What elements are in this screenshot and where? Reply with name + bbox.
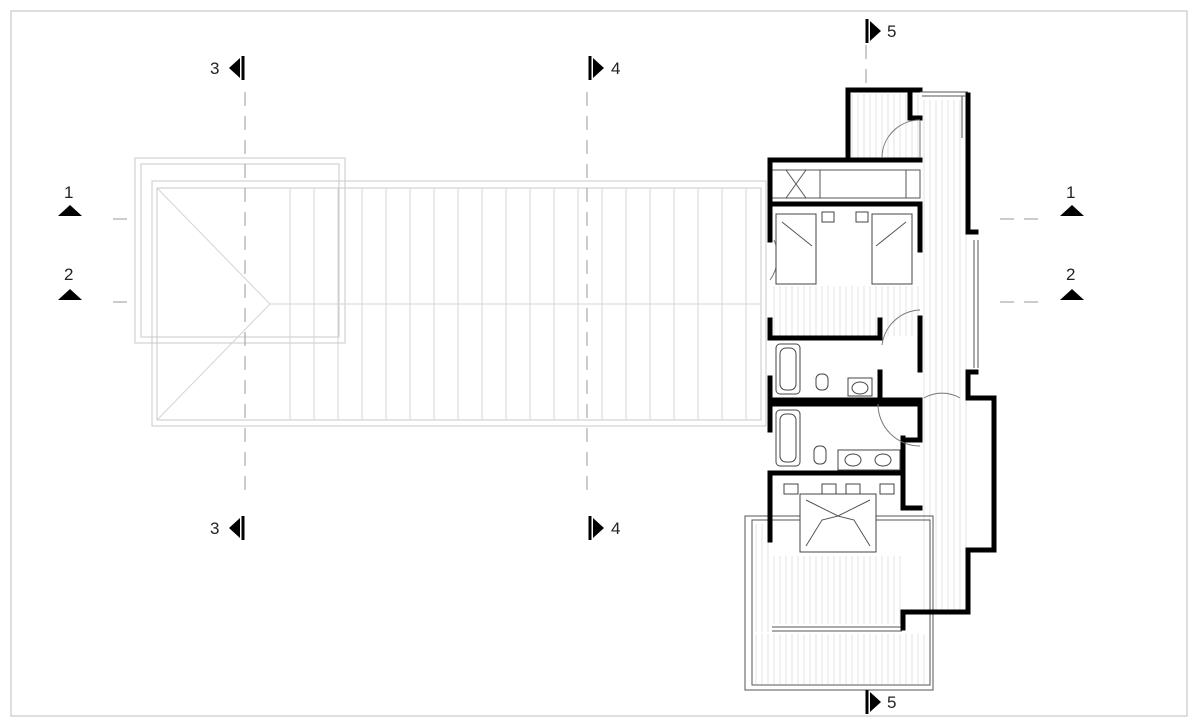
roof-slats <box>289 188 747 420</box>
triangle-up-icon <box>58 289 82 300</box>
triangle-right-icon <box>870 21 881 41</box>
triangle-up-icon <box>58 205 82 216</box>
section-label-2-right: 2 <box>1066 265 1075 284</box>
section-label-4-bottom: 4 <box>611 519 620 538</box>
section-label-5-bottom: 5 <box>887 693 896 712</box>
triangle-left-icon <box>229 58 240 78</box>
section-label-2-left: 2 <box>64 265 73 284</box>
section-marker-5-top: 5 <box>865 19 896 43</box>
section-label-3-bottom: 3 <box>210 519 219 538</box>
section-marker-4-bottom: 4 <box>588 516 620 540</box>
drawing-frame <box>10 10 1188 717</box>
triangle-left-icon <box>229 518 240 538</box>
doors <box>769 119 961 447</box>
bathroom-2-fixtures <box>775 409 901 471</box>
section-marker-5-bottom: 5 <box>865 690 896 714</box>
section-marker-1-left: 1 <box>58 183 82 216</box>
section-label-1-left: 1 <box>64 183 73 202</box>
section-label-4-top: 4 <box>611 59 620 78</box>
stair-area <box>771 169 921 199</box>
section-marker-2-left: 2 <box>58 265 82 300</box>
walls <box>767 87 997 631</box>
section-marker-2-right: 2 <box>1060 265 1084 300</box>
triangle-right-icon <box>870 692 881 712</box>
triangle-up-icon <box>1060 205 1084 216</box>
section-marker-1-right: 1 <box>1060 183 1084 216</box>
roof-outline <box>134 157 767 427</box>
triangle-right-icon <box>593 518 604 538</box>
bathroom-1-fixtures <box>775 343 873 397</box>
section-label-1-right: 1 <box>1066 183 1075 202</box>
triangle-up-icon <box>1060 289 1084 300</box>
section-marker-3-top: 3 <box>210 56 245 80</box>
bedroom-beds <box>775 211 913 285</box>
section-label-5-top: 5 <box>887 22 896 41</box>
section-marker-4-top: 4 <box>588 56 620 80</box>
master-bed <box>783 483 895 553</box>
section-marker-3-bottom: 3 <box>210 516 245 540</box>
section-label-3-top: 3 <box>210 59 219 78</box>
section-cut-lines <box>113 45 1040 500</box>
windows <box>920 91 979 368</box>
triangle-right-icon <box>593 58 604 78</box>
